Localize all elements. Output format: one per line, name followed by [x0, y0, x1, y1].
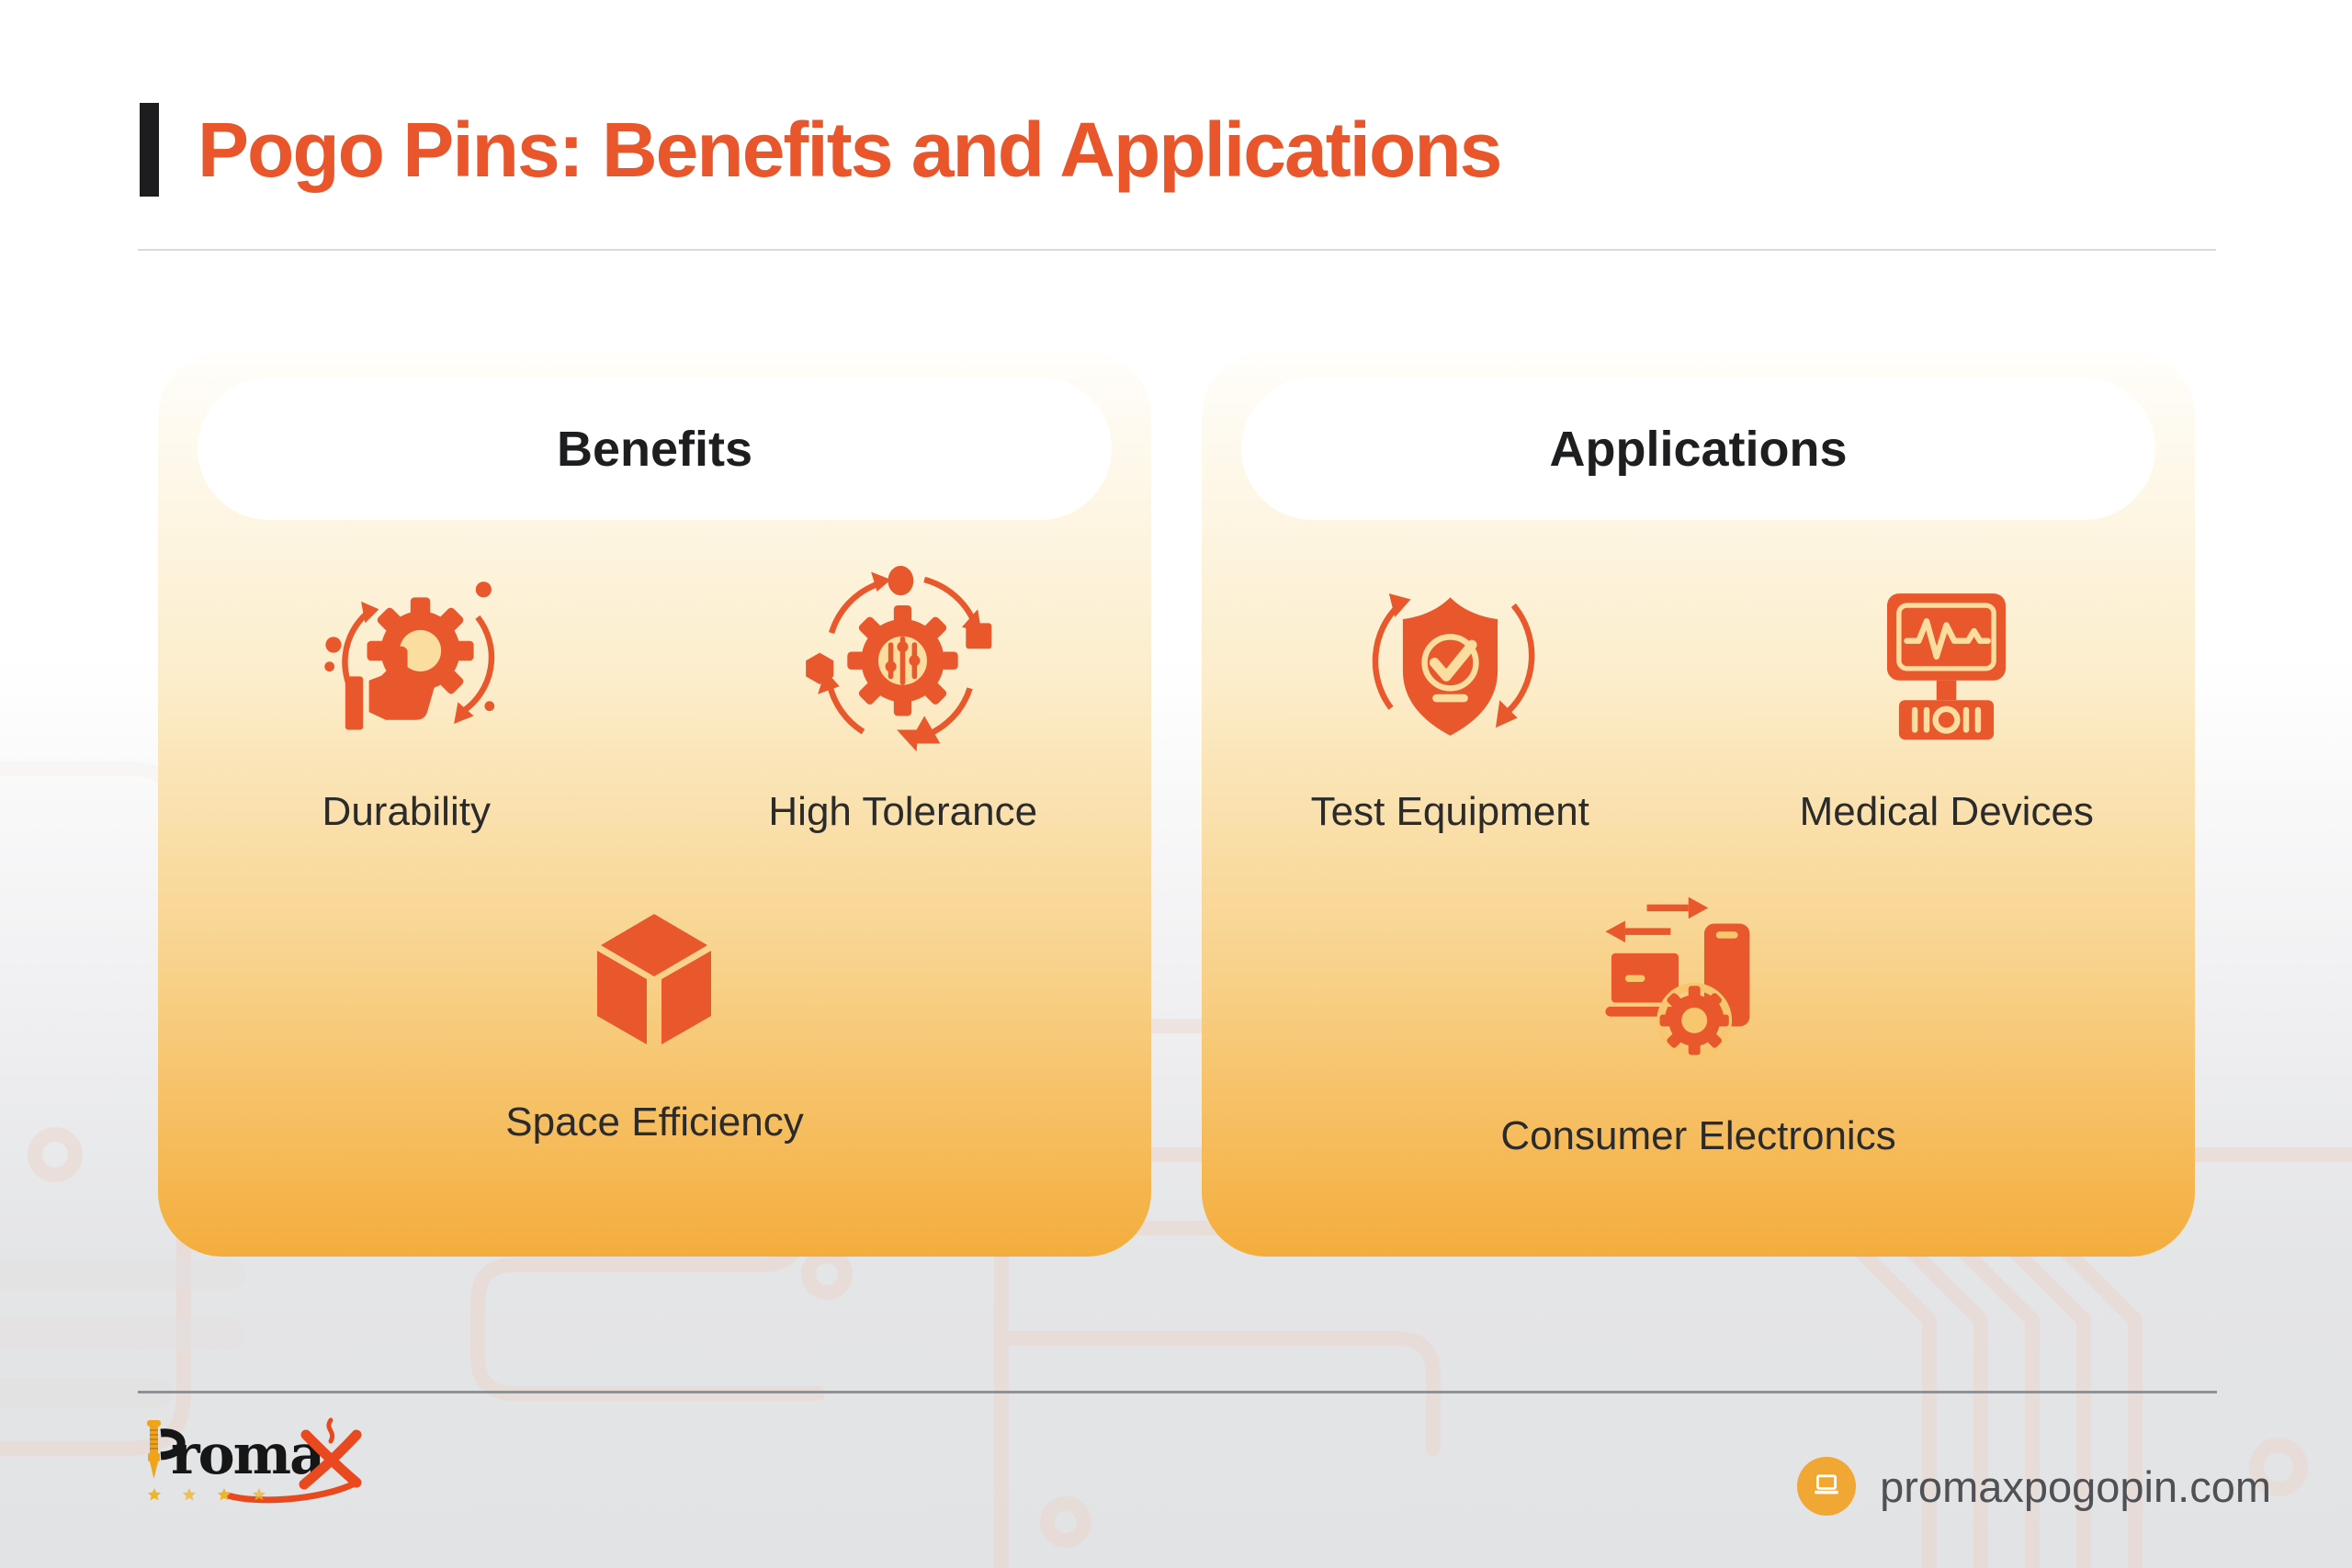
list-item: Space Efficiency	[505, 890, 804, 1145]
item-label: Test Equipment	[1310, 789, 1589, 834]
applications-card: Applications	[1202, 352, 2195, 1257]
content-columns: Benefits	[158, 352, 2195, 1257]
applications-header-pill: Applications	[1241, 378, 2155, 520]
page-title: Pogo Pins: Benefits and Applications	[198, 107, 1502, 193]
item-label: Medical Devices	[1799, 789, 2094, 834]
pogo-pin-glyph	[147, 1420, 161, 1479]
website-link[interactable]: promaxpogopin.com	[1797, 1457, 2271, 1516]
footer-divider	[138, 1391, 2217, 1393]
logo-p-bowl	[160, 1428, 186, 1461]
item-label: Durability	[322, 789, 491, 834]
item-label: High Tolerance	[768, 789, 1038, 834]
benefits-row-1: Durability	[158, 566, 1151, 835]
test-equipment-shield-check-icon	[1351, 566, 1549, 763]
durability-gear-thumbs-up-icon	[308, 566, 505, 763]
benefits-title: Benefits	[556, 421, 753, 477]
list-item: Durability	[158, 566, 655, 835]
list-item: High Tolerance	[655, 566, 1152, 835]
logo-stars	[147, 1488, 266, 1501]
applications-row-2: Consumer Electronics	[1202, 890, 2195, 1159]
item-label: Consumer Electronics	[1500, 1113, 1896, 1158]
laptop-icon	[1797, 1457, 1857, 1516]
benefits-row-2: Space Efficiency	[158, 890, 1151, 1145]
high-tolerance-gear-sliders-icon	[804, 566, 1001, 763]
applications-row-1: Test Equipment	[1202, 566, 2195, 835]
consumer-electronics-devices-gear-icon	[1600, 890, 1797, 1088]
header: Pogo Pins: Benefits and Applications	[140, 103, 1502, 197]
website-url: promaxpogopin.com	[1880, 1461, 2271, 1511]
item-label: Space Efficiency	[505, 1100, 804, 1145]
logo-x-flame	[224, 1417, 362, 1504]
promax-logo: roma	[136, 1413, 421, 1555]
list-item: Medical Devices	[1699, 566, 2196, 835]
benefits-header-pill: Benefits	[198, 378, 1112, 520]
list-item: Test Equipment	[1202, 566, 1699, 835]
logo-text: roma	[171, 1423, 324, 1487]
header-divider	[138, 249, 2216, 251]
title-accent-bar	[140, 103, 159, 197]
list-item: Consumer Electronics	[1500, 890, 1896, 1159]
benefits-card: Benefits	[158, 352, 1151, 1257]
medical-devices-monitor-icon	[1848, 566, 2045, 763]
applications-title: Applications	[1549, 421, 1848, 477]
space-efficiency-cube-icon	[562, 890, 746, 1074]
